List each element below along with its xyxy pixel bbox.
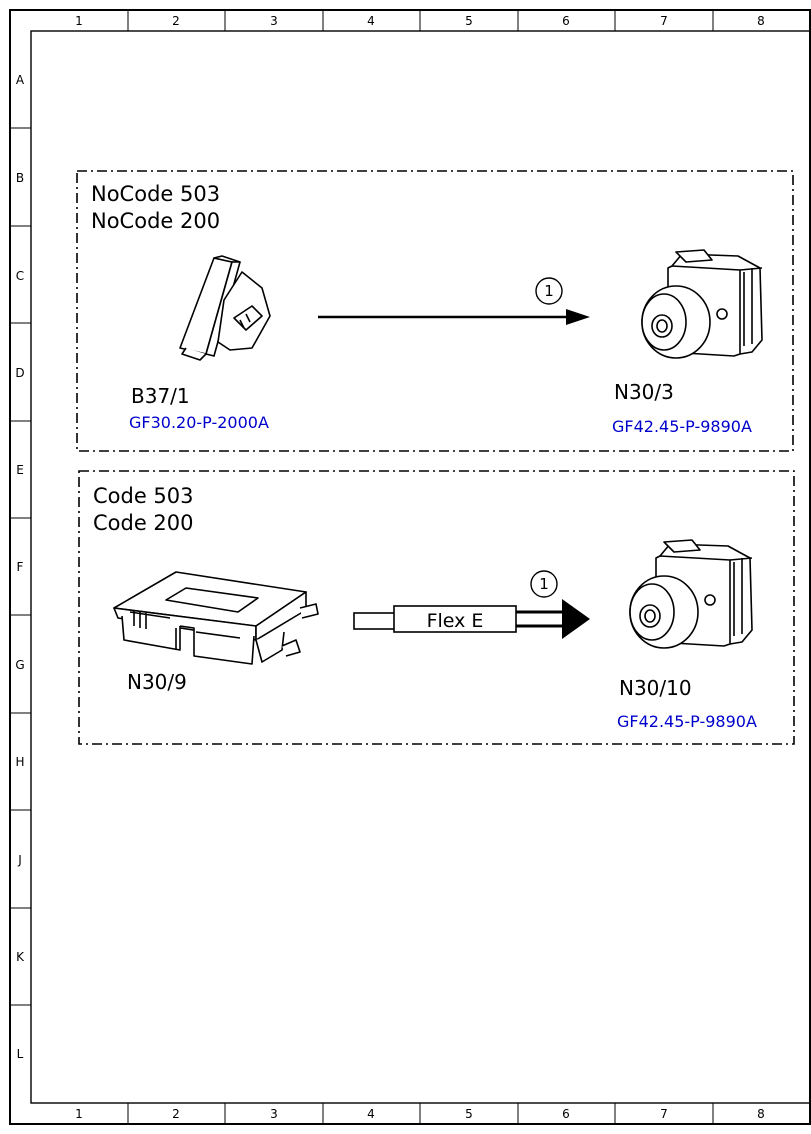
connection-marker: 1	[539, 575, 549, 593]
col-label-bottom: 7	[660, 1107, 668, 1121]
target-reference-link[interactable]: GF42.45-P-9890A	[617, 712, 757, 731]
panel-code-line: Code 200	[93, 511, 194, 535]
panel-code-line: NoCode 503	[91, 182, 220, 206]
target-label: N30/10	[619, 676, 692, 700]
row-label: B	[16, 171, 24, 185]
esp-hydraulic-unit-icon	[641, 249, 763, 359]
row-label: H	[15, 755, 24, 769]
source-reference-link[interactable]: GF30.20-P-2000A	[129, 413, 269, 432]
col-label-top: 4	[367, 14, 375, 28]
source-label: B37/1	[131, 384, 190, 408]
col-label-bottom: 3	[270, 1107, 278, 1121]
bus-label-box	[393, 605, 517, 633]
drawing-frame: 1 2 3 4 5 6 7 8 1 2 3 4 5 6 7 8 A B C D …	[9, 9, 811, 1125]
col-label-top: 6	[562, 14, 570, 28]
col-label-bottom: 5	[465, 1107, 473, 1121]
col-label-bottom: 6	[562, 1107, 570, 1121]
panel-code: Code 503 Code 200 Flex E 1	[78, 470, 795, 745]
row-label: L	[17, 1047, 24, 1061]
col-label-bottom: 1	[75, 1107, 83, 1121]
target-reference-link[interactable]: GF42.45-P-9890A	[612, 417, 752, 436]
col-label-top: 2	[172, 14, 180, 28]
panel-code-line: NoCode 200	[91, 209, 220, 233]
row-label: E	[16, 463, 24, 477]
row-label: C	[16, 269, 24, 283]
col-label-top: 3	[270, 14, 278, 28]
col-label-top: 8	[757, 14, 765, 28]
arrow-head	[562, 599, 590, 639]
arrow-head	[566, 309, 590, 325]
col-label-top: 1	[75, 14, 83, 28]
row-label: K	[16, 950, 25, 964]
col-label-top: 5	[465, 14, 473, 28]
bus-line-start	[353, 612, 397, 630]
control-unit-icon	[113, 571, 319, 665]
connection-marker-circle	[535, 277, 563, 305]
row-label: A	[16, 73, 25, 87]
row-label: D	[15, 366, 24, 380]
col-label-bottom: 2	[172, 1107, 180, 1121]
accelerator-pedal-sensor-icon	[179, 255, 271, 361]
connection-marker: 1	[544, 282, 554, 300]
esp-hydraulic-unit-icon	[629, 539, 753, 649]
target-label: N30/3	[614, 380, 674, 404]
connection-marker-circle	[530, 570, 558, 598]
panel-nocode: NoCode 503 NoCode 200 1	[76, 170, 794, 452]
panel-code-line: Code 503	[93, 484, 194, 508]
row-label: J	[17, 853, 22, 867]
bus-label: Flex E	[427, 610, 484, 632]
col-label-top: 7	[660, 14, 668, 28]
row-label: G	[15, 658, 24, 672]
col-label-bottom: 4	[367, 1107, 375, 1121]
row-label: F	[17, 560, 24, 574]
source-label: N30/9	[127, 670, 187, 694]
col-label-bottom: 8	[757, 1107, 765, 1121]
